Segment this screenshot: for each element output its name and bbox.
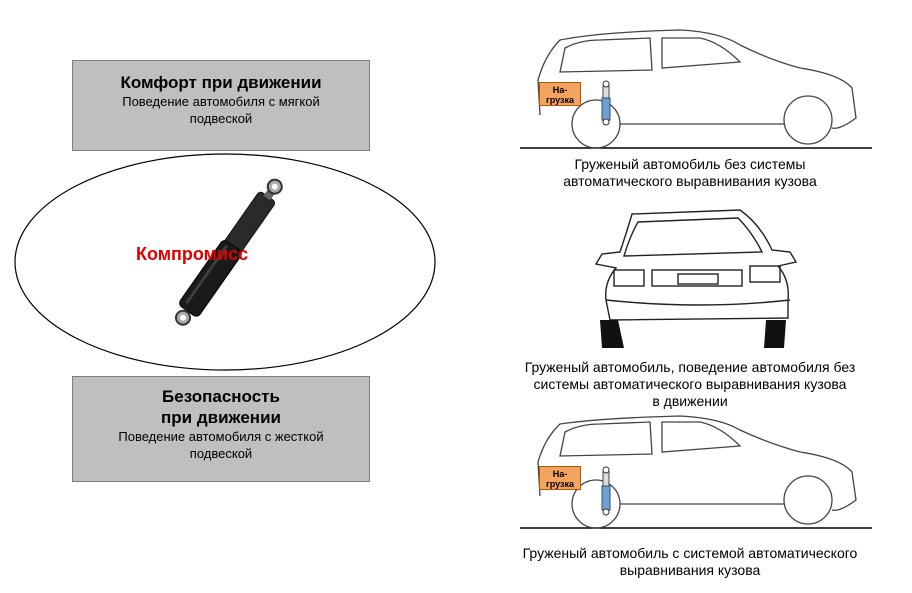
compromise-label: Компромисс (136, 244, 249, 264)
car-side-loaded-icon (520, 29, 872, 149)
safety-desc-line2: подвеской (189, 446, 253, 461)
safety-title-line1: Безопасность (162, 387, 280, 406)
caption-car1: Груженый автомобиль без системы автомати… (510, 156, 870, 190)
caption-car2-line1: Груженый автомобиль, поведение автомобил… (524, 359, 856, 375)
load-badge: На- грузка (539, 82, 581, 106)
car-rear-view-icon (594, 209, 798, 321)
caption-car2-line3: в движении (652, 393, 728, 409)
caption-car2-line2: системы автоматического выравнивания куз… (533, 376, 847, 392)
comfort-desc-line2: подвеской (189, 111, 253, 126)
comfort-box: Комфорт при движении Поведение автомобил… (72, 60, 370, 151)
caption-car3: Груженый автомобиль с системой автоматич… (470, 545, 910, 579)
safety-box: Безопасность при движении Поведение авто… (72, 376, 370, 482)
safety-title-line2: при движении (161, 408, 281, 427)
shock-absorber-blue-icon (601, 80, 611, 126)
shock-absorber-icon (174, 178, 283, 326)
car-rear-tyres (600, 320, 786, 348)
load-badge-2-line2: грузка (546, 479, 574, 489)
car-side-levelled-icon (520, 415, 872, 529)
comfort-desc-line1: Поведение автомобиля с мягкой (122, 94, 320, 109)
caption-car1-line2: автоматического выравнивания кузова (563, 173, 817, 189)
caption-car3-line1: Груженый автомобиль с системой автоматич… (522, 545, 858, 561)
caption-car1-line1: Груженый автомобиль без системы (574, 156, 806, 172)
caption-car3-line2: выравнивания кузова (619, 562, 761, 578)
load-badge-2: На- грузка (539, 466, 581, 490)
comfort-title: Комфорт при движении (120, 73, 322, 92)
load-badge-line2: грузка (546, 95, 574, 105)
shock-absorber-blue-icon-2 (601, 466, 611, 516)
caption-car2: Груженый автомобиль, поведение автомобил… (470, 359, 910, 410)
safety-desc-line1: Поведение автомобиля с жесткой (118, 429, 324, 444)
load-badge-2-line1: На- (552, 469, 568, 479)
load-badge-line1: На- (552, 85, 568, 95)
